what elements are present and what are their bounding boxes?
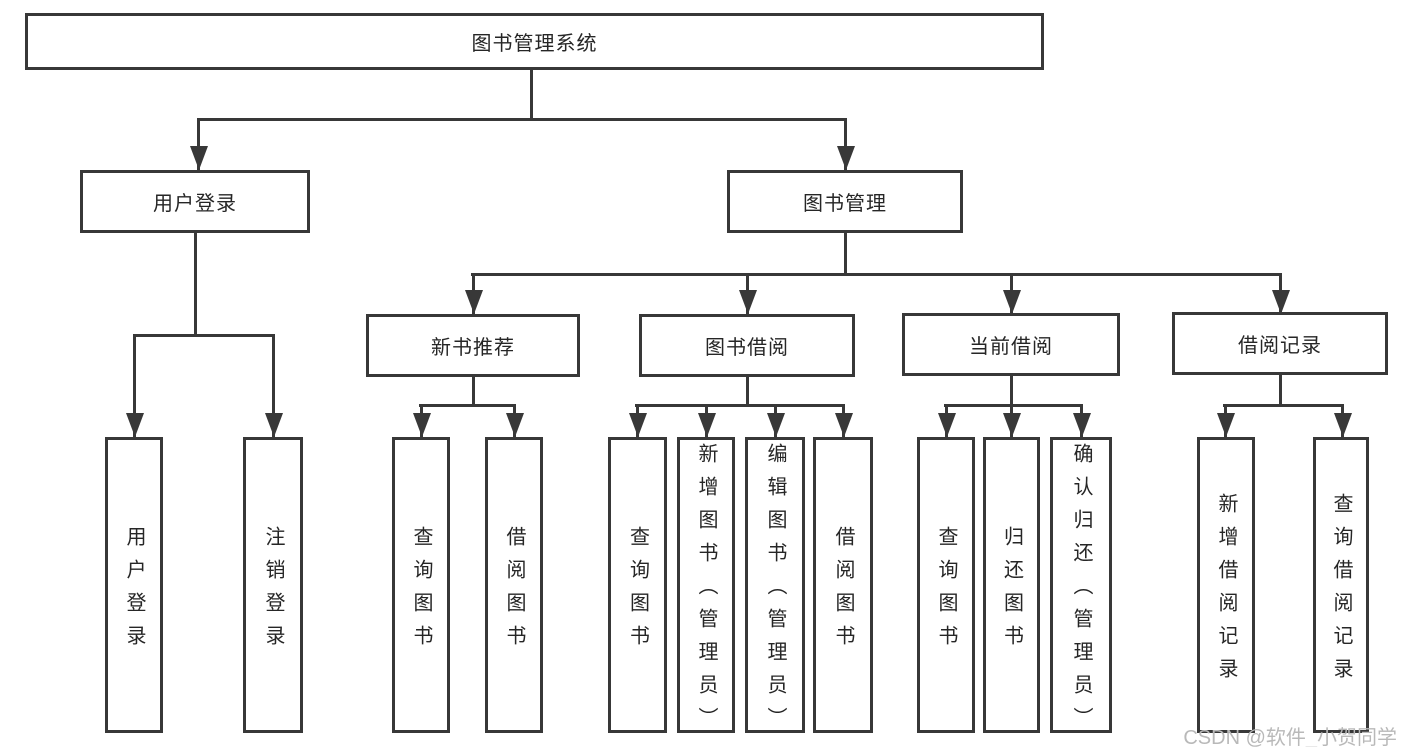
connector-borrow-records-stem (1279, 375, 1282, 406)
node-borrow-records: 借阅记录 (1172, 312, 1388, 375)
connector-level3-split (471, 273, 1282, 276)
connector-book-borrow-stem (746, 377, 749, 406)
connector-user-login-stem (194, 233, 197, 336)
leaf-cb-return-book: 归还图书 (983, 437, 1040, 733)
leaf-bb-add-book-admin: 新增图书（管理员） (677, 437, 735, 740)
leaf-br-add-borrow-record-label: 新增借阅记录 (1215, 492, 1237, 691)
leaf-bb-borrow-books-label: 借阅图书 (832, 525, 854, 658)
leaf-cb-query-books-label: 查询图书 (935, 525, 957, 658)
leaf-bb-edit-book-admin-label: 编辑图书（管理员） (764, 443, 786, 740)
leaf-br-add-borrow-record: 新增借阅记录 (1197, 437, 1255, 733)
connector-level2-split (197, 118, 847, 121)
connector-new-book-recommend-stem (472, 377, 475, 406)
leaf-cb-confirm-return-admin-label: 确认归还（管理员） (1070, 443, 1092, 740)
leaf-nbr-borrow-books-label: 借阅图书 (503, 525, 525, 658)
leaf-bb-add-book-admin-label: 新增图书（管理员） (695, 443, 717, 740)
leaf-user-login-label: 用户登录 (123, 525, 145, 658)
connector-user-login-split (133, 334, 275, 337)
arrow-to-current-borrow (1010, 273, 1013, 314)
connector-borrow-records-split (1223, 404, 1344, 407)
leaf-bb-query-books-label: 查询图书 (626, 525, 649, 658)
arrow-to-leaf-logout (272, 334, 275, 437)
arrow-to-new-book-recommend (472, 273, 475, 314)
arrow-bb-add-book (705, 404, 708, 437)
leaf-nbr-query-books: 查询图书 (392, 437, 450, 733)
arrow-nbr-query-books (420, 404, 423, 437)
arrow-br-add-record (1224, 404, 1227, 437)
arrow-bb-query-books (636, 404, 639, 437)
leaf-nbr-query-books-label: 查询图书 (410, 525, 432, 658)
arrow-to-leaf-user-login (133, 334, 136, 437)
arrow-cb-confirm-return (1080, 404, 1083, 437)
leaf-cb-query-books: 查询图书 (917, 437, 975, 733)
node-user-login: 用户登录 (80, 170, 310, 233)
connector-current-borrow-split (944, 404, 1083, 407)
arrow-to-book-borrow (746, 273, 749, 314)
arrow-bb-edit-book (774, 404, 777, 437)
node-book-management: 图书管理 (727, 170, 963, 233)
arrow-to-borrow-records (1279, 273, 1282, 314)
connector-root-stem (530, 70, 533, 120)
node-root: 图书管理系统 (25, 13, 1044, 70)
connector-current-borrow-stem (1010, 376, 1013, 406)
node-new-book-recommend: 新书推荐 (366, 314, 580, 377)
arrow-cb-query-books (945, 404, 948, 437)
leaf-bb-edit-book-admin: 编辑图书（管理员） (745, 437, 805, 740)
arrow-to-book-management (844, 118, 847, 170)
leaf-logout-label: 注销登录 (262, 525, 284, 658)
arrow-to-user-login (197, 118, 200, 170)
watermark: CSDN @软件_小贺同学 (1183, 727, 1397, 747)
arrow-bb-borrow-books (842, 404, 845, 437)
connector-book-borrow-split (635, 404, 845, 407)
connector-book-management-stem (844, 232, 847, 275)
leaf-nbr-borrow-books: 借阅图书 (485, 437, 543, 733)
arrow-cb-return-book (1010, 404, 1013, 437)
leaf-user-login: 用户登录 (105, 437, 163, 733)
node-book-borrow: 图书借阅 (639, 314, 855, 377)
leaf-br-query-borrow-record-label: 查询借阅记录 (1330, 492, 1352, 691)
leaf-br-query-borrow-record: 查询借阅记录 (1313, 437, 1369, 733)
node-current-borrow: 当前借阅 (902, 313, 1120, 376)
leaf-logout: 注销登录 (243, 437, 303, 733)
leaf-bb-borrow-books: 借阅图书 (813, 437, 873, 733)
arrow-nbr-borrow-books (513, 404, 516, 437)
arrow-br-query-record (1341, 404, 1344, 437)
leaf-bb-query-books: 查询图书 (608, 437, 667, 733)
connector-new-book-recommend-split (419, 404, 516, 407)
leaf-cb-confirm-return-admin: 确认归还（管理员） (1050, 437, 1112, 740)
leaf-cb-return-book-label: 归还图书 (1000, 525, 1023, 658)
